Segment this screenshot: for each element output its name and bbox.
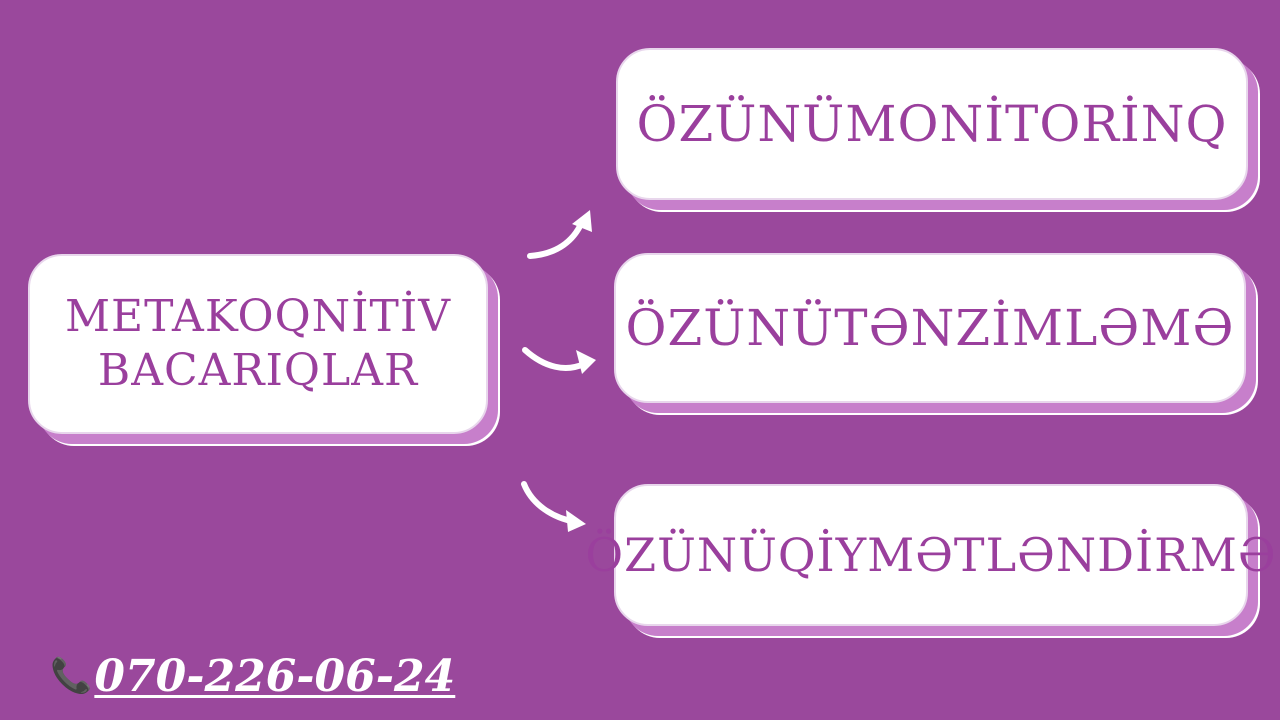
skill-card-self-regulation: ÖZÜNÜTƏNZİMLƏMƏ bbox=[614, 253, 1246, 403]
skill-card-self-evaluation: ÖZÜNÜQİYMƏTLƏNDİRMƏ bbox=[585, 484, 1276, 626]
main-concept-line1: METAKOQNİTİV bbox=[64, 291, 452, 342]
skill-label: ÖZÜNÜTƏNZİMLƏMƏ bbox=[625, 299, 1235, 357]
skill-label: ÖZÜNÜMONİTORİNQ bbox=[636, 95, 1228, 153]
arrow-down-icon bbox=[521, 481, 579, 525]
skill-card-self-monitoring: ÖZÜNÜMONİTORİNQ bbox=[616, 48, 1248, 200]
phone-contact: 📞 070-226-06-24 bbox=[50, 648, 455, 704]
phone-number: 070-226-06-24 bbox=[94, 650, 456, 702]
phone-icon: 📞 bbox=[50, 656, 93, 696]
arrow-right-icon bbox=[522, 347, 587, 371]
main-concept-card: METAKOQNİTİV BACARIQLAR bbox=[28, 254, 488, 434]
arrow-up-icon bbox=[527, 219, 585, 259]
skill-label: ÖZÜNÜQİYMƏTLƏNDİRMƏ bbox=[585, 528, 1277, 582]
main-concept-line2: BACARIQLAR bbox=[97, 345, 419, 396]
